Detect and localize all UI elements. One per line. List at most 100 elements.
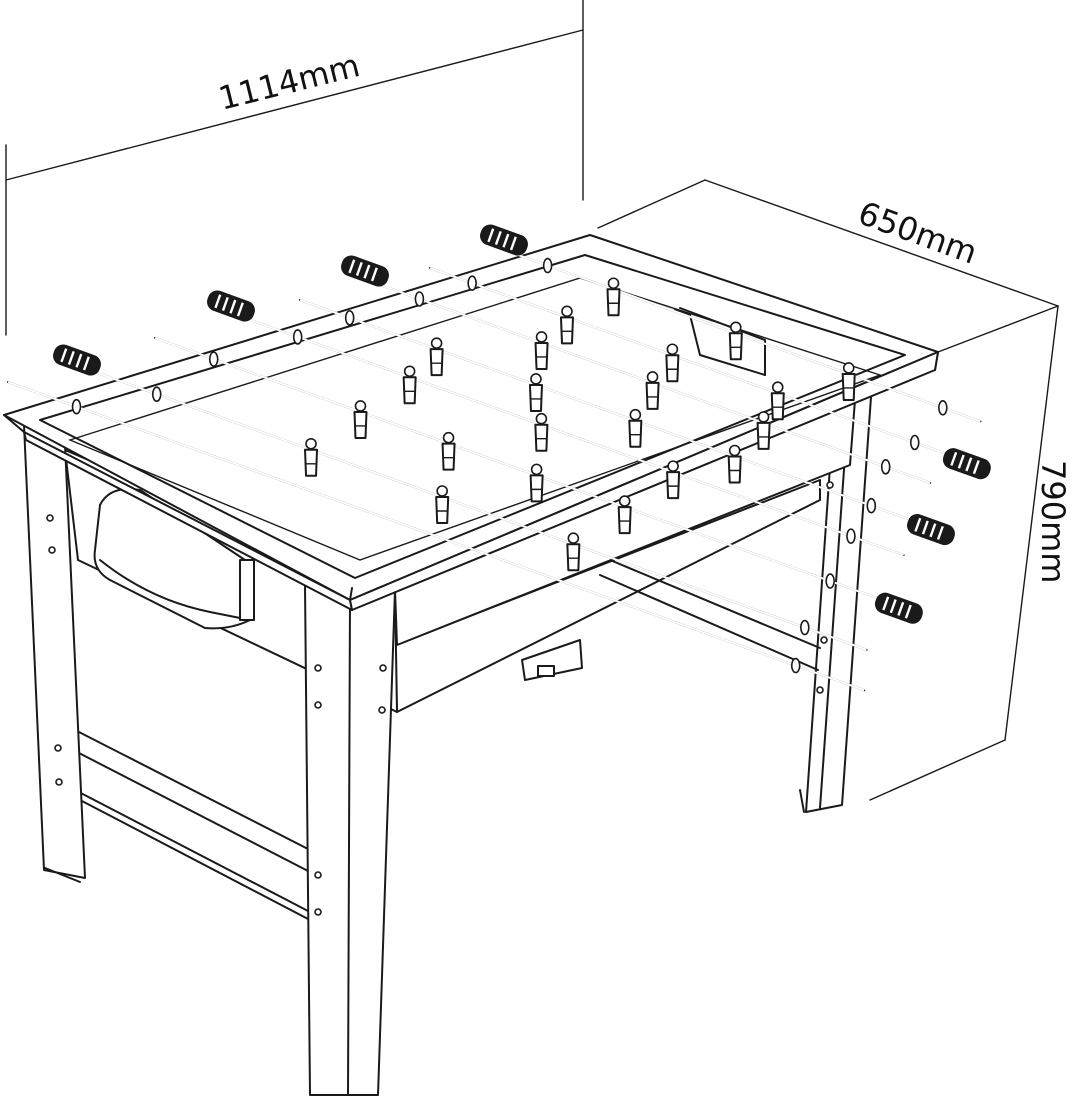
- rod-bumper: [909, 434, 920, 451]
- handle-rib: [904, 604, 912, 619]
- handle-grip: [341, 255, 389, 287]
- rod-handle: [480, 224, 528, 256]
- rod-bumper: [880, 459, 891, 475]
- rod-bumper: [414, 291, 425, 307]
- handle-grip: [874, 592, 923, 624]
- handle-rib: [60, 348, 68, 363]
- ball-return-cup: [93, 488, 255, 630]
- player-head: [430, 337, 443, 349]
- player-head: [667, 460, 679, 472]
- rod-bumper: [292, 329, 303, 345]
- handle-rib: [236, 302, 244, 317]
- player-body: [727, 455, 742, 484]
- handle-grip: [53, 344, 101, 376]
- player-body: [666, 471, 681, 500]
- player-head: [757, 411, 770, 423]
- handle-rib: [494, 230, 502, 245]
- rod-bumper: [344, 310, 355, 326]
- player-body: [559, 316, 574, 345]
- player-body: [645, 381, 660, 410]
- player-body: [429, 348, 444, 377]
- table-top-frame: [3, 234, 939, 611]
- rod-bumper: [790, 657, 801, 674]
- player-body: [353, 410, 368, 439]
- player-body: [304, 448, 319, 477]
- rod-bumper: [800, 619, 810, 636]
- rod-bumper: [938, 400, 948, 416]
- rod-bumper: [542, 257, 553, 274]
- handle-rib: [509, 236, 517, 251]
- rod-bumper: [208, 351, 219, 367]
- player-head: [567, 532, 580, 545]
- handle-rib: [972, 460, 980, 475]
- rod-bumper: [71, 398, 82, 415]
- handle-grip: [907, 514, 955, 546]
- rod-highlight: [509, 251, 981, 423]
- rod-bumper: [467, 275, 477, 291]
- rod-highlight: [429, 267, 958, 459]
- player-head: [842, 362, 855, 374]
- handle-rib: [882, 596, 890, 611]
- player-head: [442, 431, 455, 444]
- player-body: [617, 506, 632, 535]
- rod-highlight: [94, 371, 867, 651]
- player-body: [528, 383, 543, 412]
- handle-grip: [942, 448, 991, 480]
- handle-rib: [487, 228, 495, 243]
- player-head: [530, 373, 542, 385]
- width-label: 650mm: [853, 194, 982, 272]
- player-head: [728, 444, 741, 457]
- player-head: [646, 371, 659, 383]
- player-body: [628, 419, 643, 448]
- player-head: [629, 408, 642, 421]
- handle-rib: [897, 601, 905, 616]
- rod-highlight: [154, 337, 890, 604]
- handle-rib: [82, 356, 90, 371]
- player-head: [305, 437, 317, 450]
- player-body: [841, 372, 856, 401]
- rod-handle: [207, 290, 255, 322]
- player-body: [756, 421, 771, 450]
- front-legs: [23, 424, 396, 1096]
- player-body: [534, 423, 549, 452]
- rod-highlight: [7, 381, 865, 692]
- handle-grip: [207, 290, 255, 322]
- goal-box-bottom: [521, 639, 583, 681]
- handle-rib: [965, 457, 973, 472]
- player-body: [402, 376, 417, 405]
- rod-handle: [907, 514, 955, 546]
- player-body: [529, 474, 544, 503]
- handle-rib: [229, 299, 237, 314]
- player-rods: [7, 224, 991, 692]
- player-body: [665, 354, 680, 383]
- rod-bumper: [866, 497, 877, 514]
- rod-highlight: [299, 299, 922, 525]
- handle-rib: [914, 517, 922, 532]
- handle-rib: [348, 259, 356, 274]
- player-head: [561, 305, 573, 318]
- player-head: [771, 381, 784, 393]
- player-head: [436, 485, 448, 497]
- player-body: [534, 341, 549, 370]
- player-head: [607, 277, 620, 290]
- handle-rib: [67, 350, 75, 365]
- handle-rib: [370, 267, 378, 282]
- rod-handle: [53, 344, 101, 376]
- rod-bumper: [846, 528, 856, 544]
- player-body: [606, 288, 621, 317]
- handle-rib: [214, 294, 222, 309]
- player-head: [730, 321, 742, 334]
- player-head: [666, 343, 679, 356]
- player-body: [770, 392, 785, 421]
- player-head: [618, 495, 631, 507]
- handle-rib: [921, 520, 929, 535]
- handle-rib: [502, 233, 510, 248]
- handle-rib: [950, 451, 958, 466]
- handle-rib: [929, 523, 937, 538]
- rod-highlight: [244, 317, 904, 557]
- player-body: [728, 332, 743, 361]
- handle-grip: [480, 224, 528, 256]
- handle-rib: [75, 353, 83, 368]
- player-head: [354, 400, 367, 412]
